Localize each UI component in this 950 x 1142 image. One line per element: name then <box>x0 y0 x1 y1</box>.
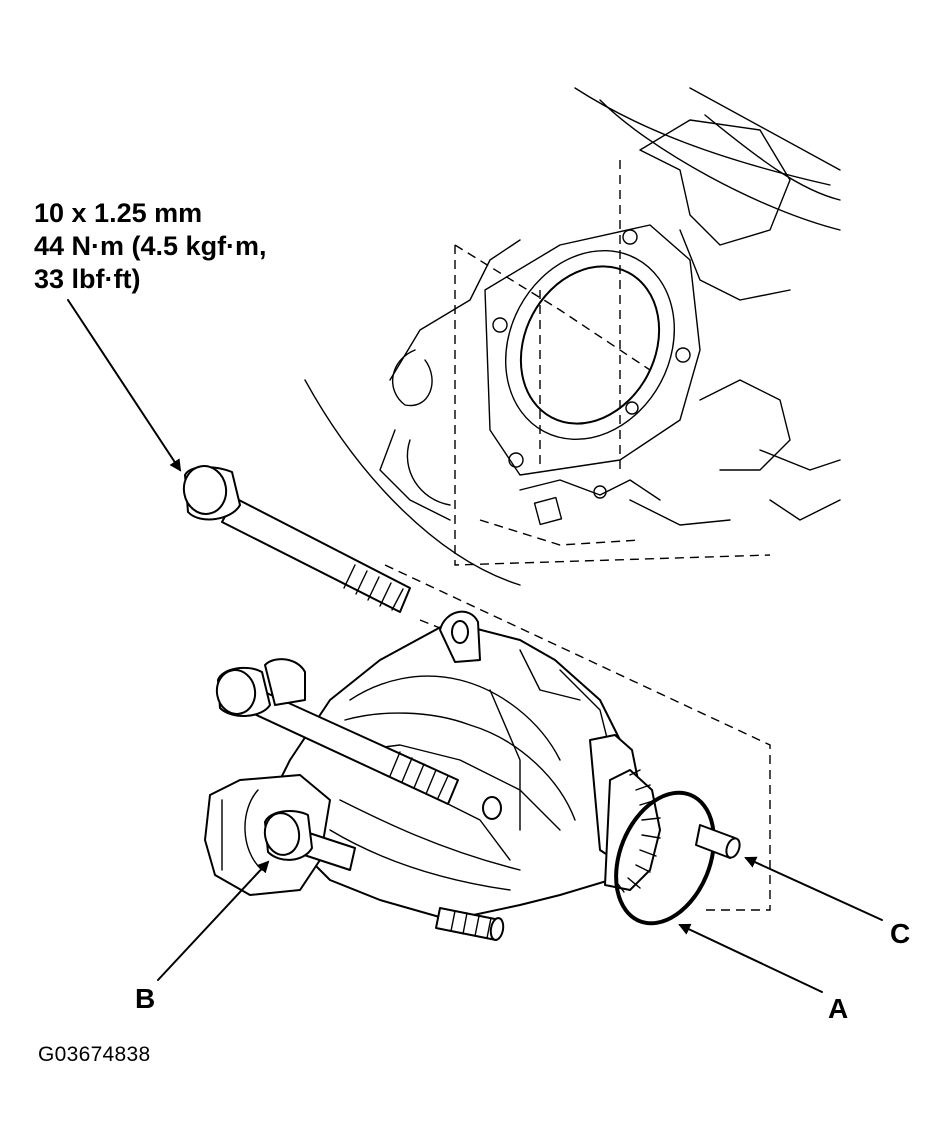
torque-imperial-label: 33 lbf·ft) <box>34 264 141 294</box>
bolt-size-label: 10 x 1.25 mm <box>34 198 203 228</box>
alignment-guide <box>384 564 771 911</box>
mounting-bolt-long <box>182 465 411 613</box>
o-ring <box>614 790 716 926</box>
leader-a <box>678 923 823 993</box>
lower-stud <box>435 907 505 941</box>
leader-bolt-spec <box>67 299 182 472</box>
drive-gear <box>604 769 661 893</box>
callout-a: A <box>828 993 849 1024</box>
figure-id: G03674838 <box>38 1043 151 1066</box>
engine-block <box>304 87 841 586</box>
torque-metric-label: 44 N·m (4.5 kgf·m, <box>34 231 267 261</box>
callout-b: B <box>135 983 156 1014</box>
callout-c: C <box>890 918 911 949</box>
housing-bolt-middle <box>215 658 459 805</box>
bolt-torque-spec: 10 x 1.25 mm 44 N·m (4.5 kgf·m, 33 lbf·f… <box>34 197 267 296</box>
alignment-guide-2 <box>419 619 441 629</box>
leader-b <box>157 860 270 981</box>
pump-housing <box>204 610 641 921</box>
leader-c <box>744 856 883 921</box>
dowel-pin <box>695 824 741 859</box>
bolt-b <box>263 809 356 871</box>
